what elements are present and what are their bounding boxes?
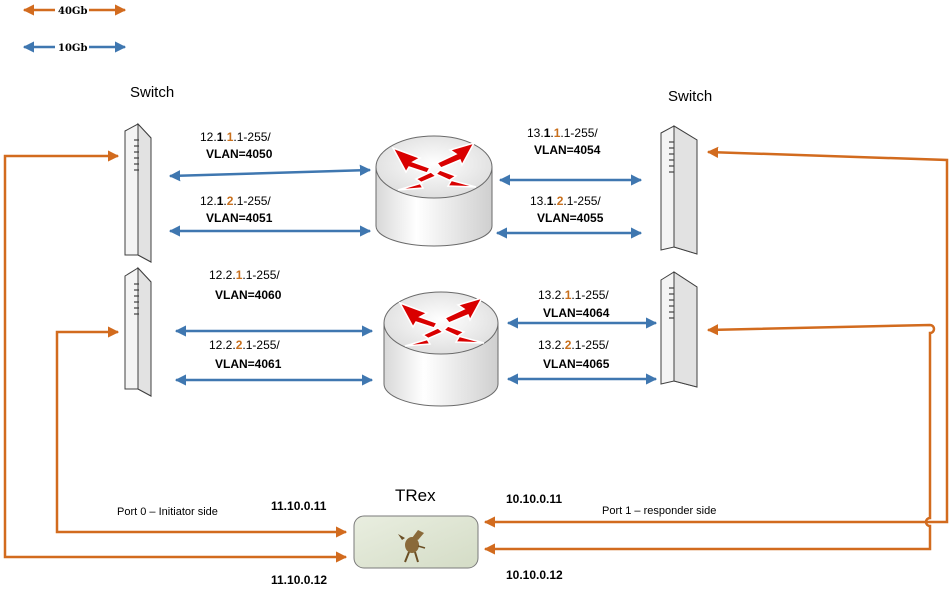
vlan-id: VLAN=4054	[534, 143, 601, 157]
legend-40g-label: 40Gb	[58, 6, 87, 17]
svg-text:13.2.1.1-255/: 13.2.1.1-255/	[538, 288, 609, 302]
subnet-text: 12.	[200, 130, 217, 144]
port1-label: Port 1 – responder side	[602, 505, 716, 517]
ip-left-bottom: 11.10.0.12	[271, 573, 327, 587]
switch-left-label: Switch	[130, 84, 174, 101]
trex-dinosaur-icon	[398, 530, 426, 563]
switch-left-top	[124, 122, 152, 263]
switch-right-bottom	[660, 271, 698, 388]
legend-10g-label: 10Gb	[58, 43, 87, 54]
svg-text:12.1.1.1-255/: 12.1.1.1-255/	[200, 130, 271, 144]
vlan-id: VLAN=4050	[206, 147, 273, 161]
svg-text:13.2.2.1-255/: 13.2.2.1-255/	[538, 338, 609, 352]
svg-text:12.1.2.1-255/: 12.1.2.1-255/	[200, 194, 271, 208]
vlan-4064-label: 13.2.1.1-255/ VLAN=4064	[538, 288, 610, 320]
vlan-4060-label: 12.2.1.1-255/ VLAN=4060	[209, 268, 282, 302]
vlan-id: VLAN=4060	[215, 288, 282, 302]
links-40g	[3, 146, 949, 563]
link-4050	[168, 164, 372, 182]
trex-title: TRex	[395, 486, 436, 505]
svg-text:13.1.2.1-255/: 13.1.2.1-255/	[530, 194, 601, 208]
vlan-4065-label: 13.2.2.1-255/ VLAN=4065	[538, 338, 610, 371]
switch-left-bottom	[124, 266, 152, 397]
ip-left-top: 11.10.0.11	[271, 499, 327, 513]
subnet-octet-highlight: 1	[227, 130, 234, 144]
port0-label: Port 0 – Initiator side	[117, 506, 218, 518]
vlan-id: VLAN=4055	[537, 211, 604, 225]
trex-box	[353, 515, 479, 569]
link-40g-trex-left-inner	[55, 326, 348, 538]
router-top	[375, 135, 493, 247]
vlan-4054-label: 13.1.1.1-255/ VLAN=4054	[527, 126, 601, 157]
switch-right-top	[660, 125, 698, 255]
ip-right-top: 10.10.0.11	[506, 492, 562, 506]
svg-text:13.1.1.1-255/: 13.1.1.1-255/	[527, 126, 598, 140]
subnet-octet: 1	[217, 130, 224, 144]
ip-right-bottom: 10.10.0.12	[506, 568, 563, 582]
svg-text:12.2.1.1-255/: 12.2.1.1-255/	[209, 268, 280, 282]
link-40g-trex-left-outer	[3, 150, 348, 563]
svg-text:12.2.2.1-255/: 12.2.2.1-255/	[209, 338, 280, 352]
router-bottom-arrows-icon	[398, 296, 485, 347]
link-40g-trex-right-bottom	[483, 323, 936, 555]
vlan-4051-label: 12.1.2.1-255/ VLAN=4051	[200, 194, 273, 225]
vlan-id: VLAN=4061	[215, 357, 282, 371]
vlan-4061-label: 12.2.2.1-255/ VLAN=4061	[209, 338, 282, 371]
vlan-id: VLAN=4051	[206, 211, 273, 225]
vlan-4050-label: 12.1.1.1-255/ VLAN=4050	[200, 130, 273, 161]
vlan-id: VLAN=4064	[543, 306, 610, 320]
vlan-id: VLAN=4065	[543, 357, 610, 371]
vlan-4055-label: 13.1.2.1-255/ VLAN=4055	[530, 194, 604, 225]
router-bottom	[383, 291, 499, 407]
switch-right-label: Switch	[668, 88, 712, 105]
legend: 40Gb 10Gb	[22, 4, 127, 54]
router-top-arrows-icon	[391, 141, 477, 191]
